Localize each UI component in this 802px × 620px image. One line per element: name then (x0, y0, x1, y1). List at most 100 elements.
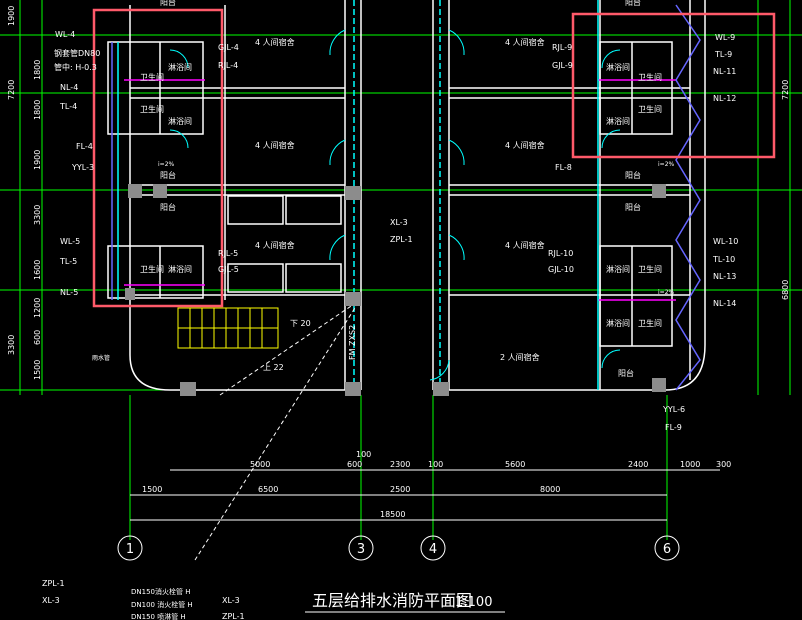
label-tl9: TL-9 (714, 50, 732, 59)
label-fl4: FL-4 (76, 142, 93, 151)
pipe-labels-left: WL-4 钢套管DN80 管中: H-0.3 NL-4 TL-4 FL-4 YY… (54, 30, 100, 297)
room-bath-l2: 卫生间 (140, 104, 164, 114)
dim-left-9: 600 (33, 330, 42, 345)
pipe-labels-center: XL-3 ZPL-1 下 20 上 22 FM ZXS2 雨水管 i=2% i=… (92, 161, 675, 372)
dim-left-0: 1900 (7, 6, 16, 26)
room-shower-l2: 淋浴间 (168, 116, 192, 126)
room-shower-r1: 淋浴间 (606, 62, 630, 72)
label-rjl5: RJL-5 (218, 249, 238, 258)
title-text: 五层给排水消防平面图 (312, 591, 472, 610)
label-fl8: FL-8 (555, 163, 572, 172)
title-scale: 1:100 (455, 595, 492, 610)
axis-4: 4 (429, 542, 437, 557)
pipe-labels-right-inner: RJL-9 GJL-9 FL-8 RJL-10 GJL-10 (548, 43, 574, 274)
label-wl10: WL-10 (713, 237, 738, 246)
room-labels: 4 人间宿舍 4 人间宿舍 4 人间宿舍 4 人间宿舍 4 人间宿舍 4 人间宿… (140, 0, 662, 378)
label-fire-valve: FM ZXS2 (348, 325, 357, 360)
label-nl4: NL-4 (60, 83, 78, 92)
axis-3: 3 (357, 542, 365, 557)
axis-circles (117, 535, 680, 561)
dim-b-small: 100 (356, 450, 371, 459)
room-balcony-r3: 阳台 (625, 202, 641, 212)
columns (125, 184, 666, 396)
label-zpl1: ZPL-1 (390, 235, 413, 244)
dim-b1-7: 300 (716, 460, 731, 469)
axis-6: 6 (663, 542, 671, 557)
legend-mid-1: DN100 消火栓管 H (131, 600, 193, 609)
label-slope-1: i=2% (158, 161, 175, 168)
label-stair-down: 下 20 (290, 319, 311, 328)
room-dorm4-d: 4 人间宿舍 (505, 37, 545, 47)
room-balcony-r1: 阳台 (625, 0, 641, 7)
room-bath-l1: 卫生间 (140, 72, 164, 82)
label-tl10: TL-10 (712, 255, 735, 264)
label-rain-pipe: 雨水管 (92, 354, 110, 362)
legend-mid-0: DN150消火栓管 H (131, 587, 190, 596)
dim-b1-4: 5600 (505, 460, 525, 469)
label-xl3: XL-3 (390, 218, 408, 227)
label-gjl10: GJL-10 (548, 265, 574, 274)
dims-right: 7200 6800 (781, 80, 790, 300)
room-bath-r1: 卫生间 (638, 72, 662, 82)
legend: ZPL-1 XL-3 DN150消火栓管 H DN100 消火栓管 H DN15… (42, 579, 245, 620)
label-fl9: FL-9 (665, 423, 682, 432)
label-rjl9: RJL-9 (552, 43, 572, 52)
legend-mid-2: DN150 喷淋管 H (131, 612, 186, 620)
room-bath-l3: 卫生间 (140, 264, 164, 274)
dim-right-1: 6800 (781, 280, 790, 300)
label-slope-3: i=2% (658, 289, 675, 296)
room-dorm2: 2 人间宿舍 (500, 352, 540, 362)
room-shower-r2: 淋浴间 (606, 116, 630, 126)
pipes (111, 0, 701, 561)
room-balcony-l3: 阳台 (160, 202, 176, 212)
dim-b1-3: 100 (428, 460, 443, 469)
label-gjl4: GJL-4 (218, 43, 239, 52)
dims-left: 1900 1800 7200 1800 1900 3300 1600 3300 … (7, 6, 42, 380)
label-yyl6: YYL-6 (662, 405, 685, 414)
legend-xl3-left: XL-3 (42, 596, 60, 605)
label-nl5: NL-5 (60, 288, 78, 297)
staircase (177, 307, 279, 349)
room-bath-r4: 卫生间 (638, 318, 662, 328)
room-dorm4-a: 4 人间宿舍 (255, 37, 295, 47)
room-balcony-r2: 阳台 (625, 170, 641, 180)
dim-left-4: 1900 (33, 150, 42, 170)
axis-labels: 1 3 4 6 (126, 542, 671, 557)
room-shower-l3: 淋浴间 (168, 264, 192, 274)
label-sleeve: 钢套管DN80 (54, 48, 100, 58)
dim-b1-1: 600 (347, 460, 362, 469)
legend-xl3-right: XL-3 (222, 596, 240, 605)
label-rjl4: RJL-4 (218, 61, 238, 70)
dim-left-1: 1800 (33, 60, 42, 80)
door-swings (169, 29, 621, 381)
label-nl14: NL-14 (713, 299, 736, 308)
room-dorm4-f: 4 人间宿舍 (505, 240, 545, 250)
room-balcony-l1: 阳台 (160, 0, 176, 7)
room-dorm4-b: 4 人间宿舍 (255, 140, 295, 150)
dim-b2-2: 2500 (390, 485, 410, 494)
room-dorm4-c: 4 人间宿舍 (255, 240, 295, 250)
label-rjl10: RJL-10 (548, 249, 573, 258)
dim-b1-0: 5000 (250, 460, 270, 469)
pipe-labels-right: WL-9 TL-9 NL-11 NL-12 WL-10 TL-10 NL-13 … (662, 33, 738, 432)
label-nl11: NL-11 (713, 67, 736, 76)
room-bath-r2: 卫生间 (638, 104, 662, 114)
highlight-boxes (92, 8, 776, 308)
label-wl5: WL-5 (60, 237, 80, 246)
dim-b2-3: 8000 (540, 485, 560, 494)
dimension-lines (130, 469, 720, 521)
label-gjl9: GJL-9 (552, 61, 573, 70)
label-tl4: TL-4 (59, 102, 77, 111)
dim-b1-2: 2300 (390, 460, 410, 469)
label-gjl5: GJL-5 (218, 265, 239, 274)
dim-b2-1: 6500 (258, 485, 278, 494)
label-pipe-height: 管中: H-0.3 (54, 62, 97, 72)
dim-left-8: 1200 (33, 298, 42, 318)
label-wl9: WL-9 (715, 33, 735, 42)
label-yyl3: YYL-3 (71, 163, 94, 172)
dim-left-2: 7200 (7, 80, 16, 100)
room-shower-r4: 淋浴间 (606, 318, 630, 328)
room-balcony-l2: 阳台 (160, 170, 176, 180)
room-shower-l1: 淋浴间 (168, 62, 192, 72)
room-balcony-r4: 阳台 (618, 368, 634, 378)
